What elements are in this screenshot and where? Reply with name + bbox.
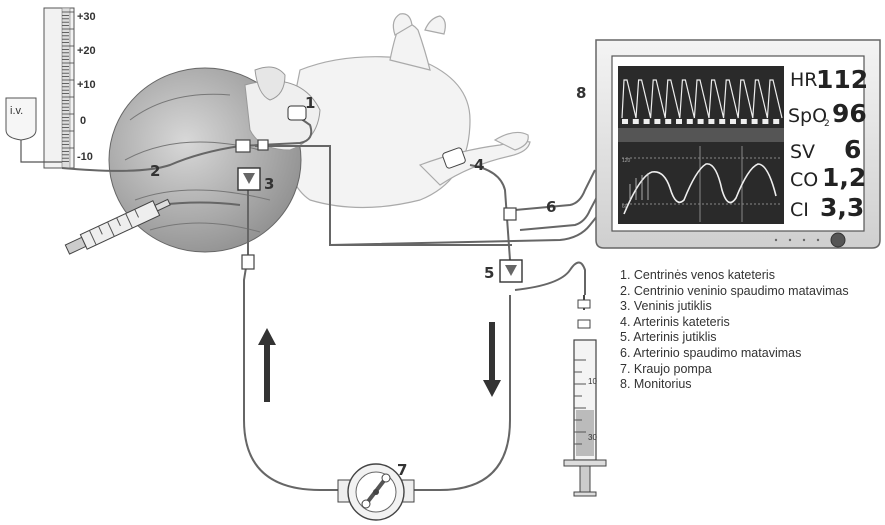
co-value: 1,2 [822,163,866,192]
legend-item-8: 8. Monitorius [620,377,849,393]
monitor: 120 60 HR 112 SpO 2 96 SV 6 CO 1,2 CI 3,… [596,40,880,248]
callout-6: 6 [546,198,556,216]
legend-item-5: 5. Arterinis jutiklis [620,330,849,346]
scale-label-plus30: +30 [77,11,96,23]
spo2-value: 96 [832,99,867,128]
sv-value: 6 [844,135,861,164]
infant-illustration [288,14,531,208]
scale-label-plus10: +10 [77,79,96,91]
venous-transducer [238,168,260,190]
syringe-mark-10: 10 [588,377,597,386]
scale-label-plus20: +20 [77,45,96,57]
flow-arrow-up [258,328,276,402]
syringe-mark-30: 30 [588,433,597,442]
ci-value: 3,3 [820,193,864,222]
infant-torso [288,57,471,208]
monitor-cable-2 [520,195,598,230]
legend-item-1: 1. Centrinės venos kateteris [620,268,849,284]
co-label: CO [790,169,818,191]
iv-label: i.v. [10,105,23,117]
callout-8: 8 [576,84,586,102]
legend-item-4: 4. Arterinis kateteris [620,315,849,331]
legend-item-2: 2. Centrinio veninio spaudimo matavimas [620,284,849,300]
spo2-bar [622,119,779,124]
flow-arrows [258,322,501,402]
callout-1: 1 [305,94,315,112]
hr-value: 112 [816,65,868,94]
legend-list: 1. Centrinės venos kateteris 2. Centrini… [620,268,849,393]
callout-4: 4 [474,156,484,174]
monitor-cable-3 [330,215,598,245]
hr-label: HR [790,69,818,91]
callout-7: 7 [397,461,407,479]
callout-5: 5 [484,264,494,282]
right-syringe: 10 30 [564,295,606,496]
callout-2: 2 [150,162,160,180]
infant-foot-2 [425,16,445,34]
cvp-manometer: +30 +20 +10 0 -10 [44,8,96,168]
ci-label: CI [790,199,809,221]
spo2-label: SpO [788,105,827,127]
scale-label-minus10: -10 [77,151,93,163]
legend-item-6: 6. Arterinio spaudimo matavimas [620,346,849,362]
arterial-transducer [500,260,522,282]
monitor-power-knob [831,233,845,247]
callout-3: 3 [264,175,274,193]
spo2-subscript: 2 [824,119,830,129]
art-scale-top: 120 [622,158,631,164]
central-venous-catheter [288,106,306,120]
syringe-line [515,263,585,296]
legend-item-3: 3. Veninis jutiklis [620,299,849,315]
flow-arrow-down [483,322,501,397]
scale-label-zero: 0 [80,115,86,127]
legend-item-7: 7. Kraujo pompa [620,362,849,378]
sv-label: SV [790,141,815,163]
